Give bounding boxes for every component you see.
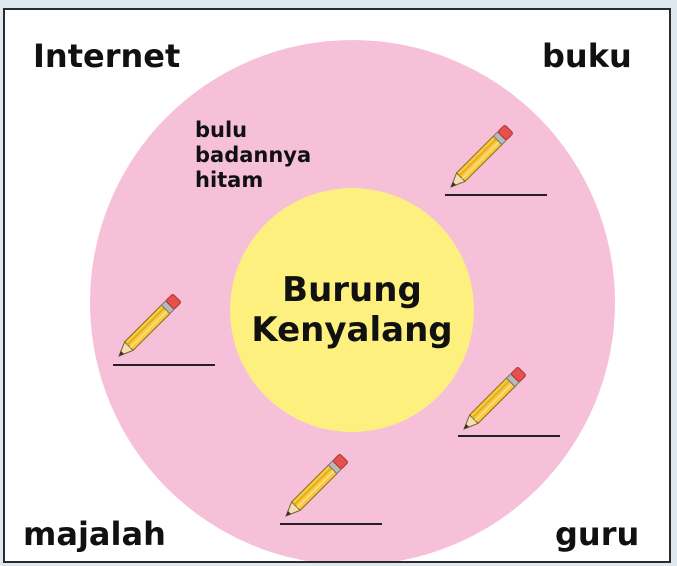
pencil-icon bbox=[118, 294, 181, 357]
center-circle: Burung Kenyalang bbox=[230, 188, 474, 432]
example-answer-line-2: badannya bbox=[195, 143, 312, 167]
pencil-icon bbox=[450, 125, 513, 188]
pencil-icon bbox=[285, 454, 348, 517]
example-answer-line-3: hitam bbox=[195, 168, 264, 192]
pencil-icon bbox=[463, 367, 526, 430]
example-answer: bulu badannya hitam bbox=[195, 118, 311, 193]
example-answer-line-1: bulu bbox=[195, 118, 248, 142]
worksheet-frame: Burung Kenyalang Internet buku majalah g… bbox=[3, 8, 671, 563]
answer-line[interactable] bbox=[280, 523, 382, 525]
source-buku: buku bbox=[542, 37, 632, 75]
answer-line[interactable] bbox=[458, 435, 560, 437]
source-internet: Internet bbox=[33, 37, 181, 75]
center-title-line-1: Burung bbox=[282, 270, 422, 310]
answer-line[interactable] bbox=[113, 364, 215, 366]
source-guru: guru bbox=[555, 515, 640, 553]
answer-line[interactable] bbox=[445, 194, 547, 196]
center-title-line-2: Kenyalang bbox=[251, 310, 453, 350]
source-majalah: majalah bbox=[23, 515, 166, 553]
